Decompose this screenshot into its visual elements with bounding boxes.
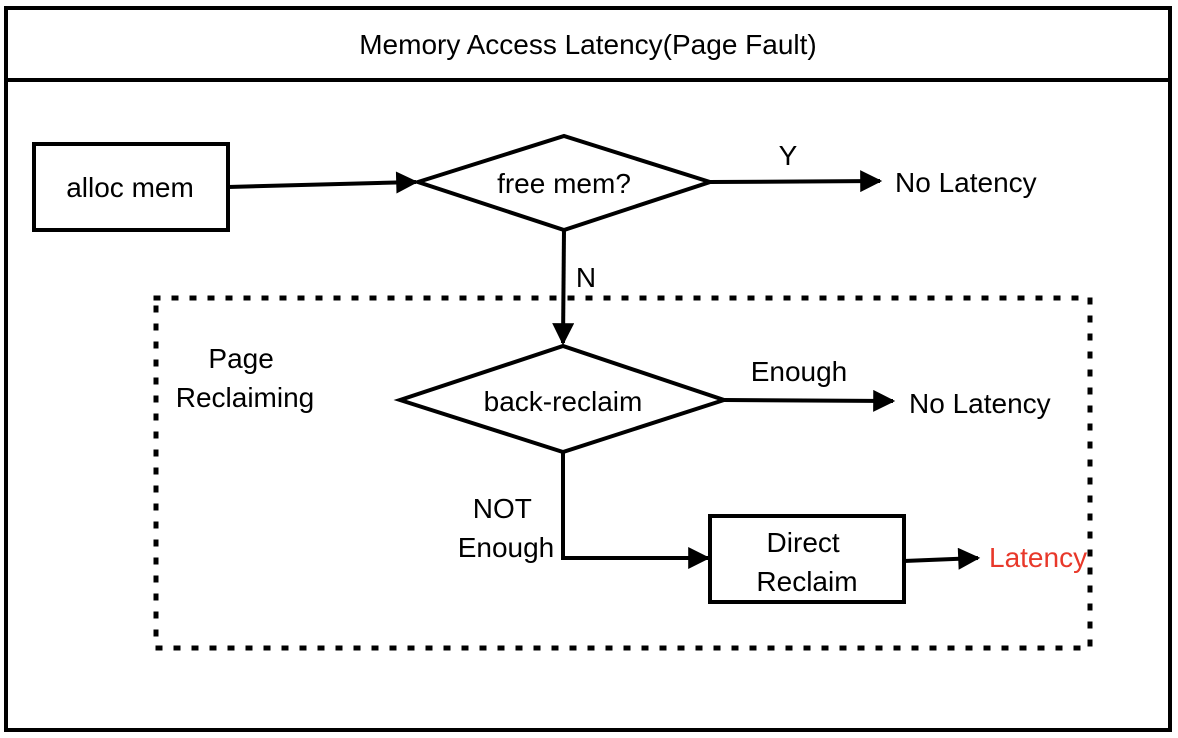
edge-enough: [723, 389, 896, 412]
outcome-latency: Latency: [989, 542, 1087, 573]
group-label: Page Reclaiming: [176, 343, 315, 413]
outer-frame: [4, 6, 1172, 732]
edge-label-yes: Y: [779, 140, 798, 171]
group-label-line-1: Page: [208, 343, 273, 374]
edge-label-not-enough: NOT Enough: [458, 493, 555, 563]
outcome-no-latency-1: No Latency: [895, 167, 1037, 198]
group-label-line-2: Reclaiming: [176, 382, 315, 413]
edge-not-enough: [561, 452, 711, 569]
edge-direct-to-latency: [903, 547, 981, 570]
page-reclaiming-group: [153, 295, 1093, 651]
edge-free-no: [552, 229, 575, 346]
edge-label-no: N: [576, 262, 596, 293]
alloc-mem-label: alloc mem: [66, 172, 194, 203]
direct-reclaim-node: [708, 514, 906, 604]
direct-reclaim-label: Direct Reclaim: [756, 527, 857, 597]
alloc-mem-node: [32, 142, 230, 232]
edge-label-enough: Enough: [751, 356, 848, 387]
edge-alloc-to-free: [227, 171, 419, 194]
direct-reclaim-line-2: Reclaim: [756, 566, 857, 597]
edge-free-yes: [709, 170, 883, 193]
direct-reclaim-line-1: Direct: [767, 527, 840, 558]
back-reclaim-label: back-reclaim: [484, 386, 643, 417]
edge-label-not-enough-line-2: Enough: [458, 532, 555, 563]
outcome-no-latency-2: No Latency: [909, 388, 1051, 419]
diagram-title: Memory Access Latency(Page Fault): [359, 29, 817, 60]
edge-label-not-enough-line-1: NOT: [473, 493, 532, 524]
free-mem-label: free mem?: [497, 168, 631, 199]
